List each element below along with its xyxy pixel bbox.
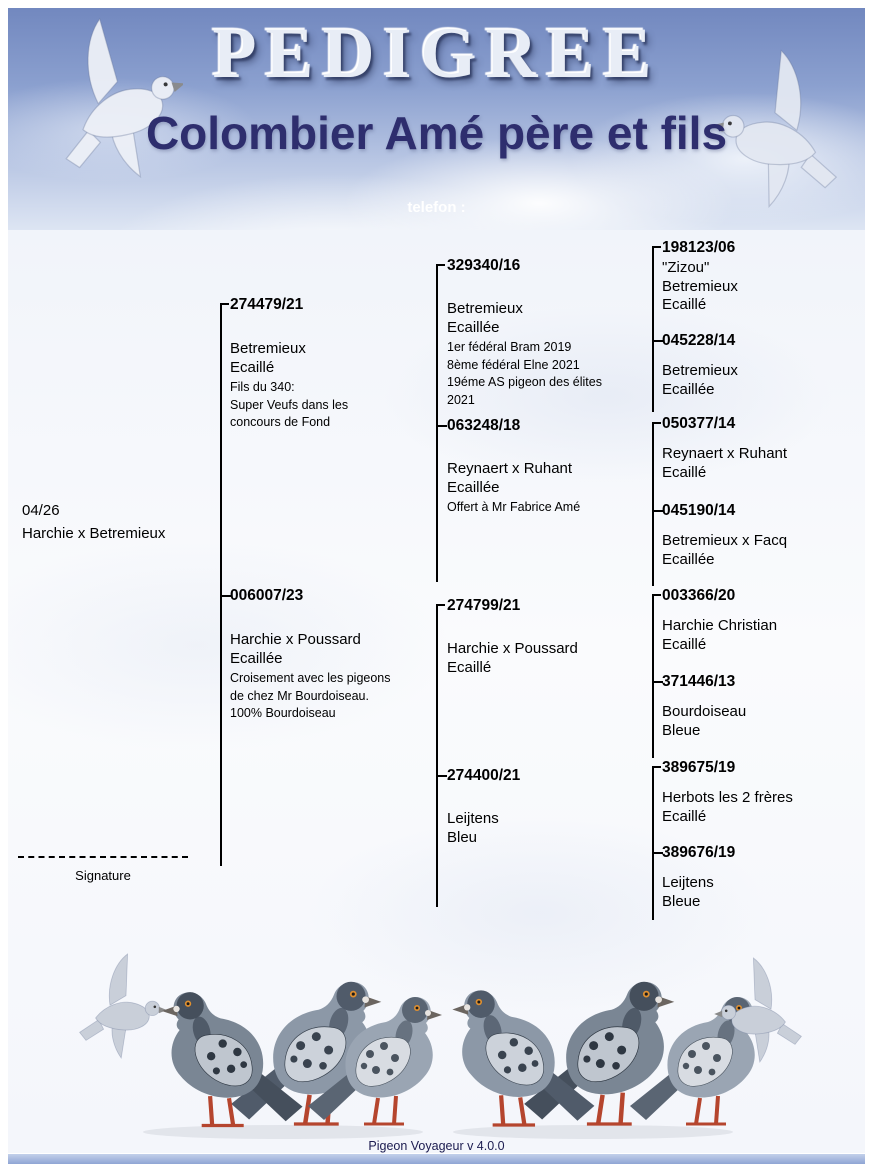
gen3-pigeon-block: 389675/19 Herbots les 2 frères Ecaillé <box>662 758 867 826</box>
gen3-pigeon-block: 371446/13 Bourdoiseau Bleue <box>662 672 867 740</box>
bracket-tick <box>654 340 663 342</box>
ring-number: 389676/19 <box>662 844 736 861</box>
pigeon-name: Betremieux Ecaillé <box>230 340 306 376</box>
bracket-gen2-top <box>436 264 447 582</box>
pigeon-name: Leijtens Bleue <box>662 874 714 910</box>
subject-pigeon-block: 04/26 Harchie x Betremieux <box>22 499 222 545</box>
pigeon-name: Harchie x Poussard Ecaillée <box>230 631 361 667</box>
bracket-tick <box>654 852 663 854</box>
pigeon-comment: 1er fédéral Bram 2019 8ème fédéral Elne … <box>447 340 602 407</box>
pigeon-name: Betremieux Ecaillée <box>447 300 523 336</box>
pigeon-name: Betremieux x Facq Ecaillée <box>662 532 788 568</box>
ring-number: 329340/16 <box>447 257 521 274</box>
bracket-tick <box>222 595 231 597</box>
gen1-sire-block: 274479/21 Betremieux Ecaillé Fils du 340… <box>230 295 430 432</box>
ring-number: 050377/14 <box>662 415 736 432</box>
header: PEDIGREE Colombier Amé père et fils tele… <box>8 8 865 230</box>
ring-number: 003366/20 <box>662 587 736 604</box>
loft-name: Colombier Amé père et fils <box>145 107 728 159</box>
racing-pigeons-image <box>79 953 802 1139</box>
bracket-gen3-1 <box>652 246 663 412</box>
ring-number: 04/26 <box>22 502 60 519</box>
gen3-pigeon-block: 003366/20 Harchie Christian Ecaillé <box>662 586 867 654</box>
pigeon-name: Harchie Christian Ecaillé <box>662 617 778 653</box>
ring-number: 371446/13 <box>662 673 736 690</box>
gen3-pigeon-block: 045228/14 Betremieux Ecaillée <box>662 331 867 399</box>
signature-line <box>18 856 188 858</box>
pigeon-name: "Zizou" Betremieux Ecaillé <box>662 259 738 313</box>
phone-label: telefon : <box>407 199 466 216</box>
gen1-dam-block: 006007/23 Harchie x Poussard Ecaillée Cr… <box>230 586 430 723</box>
ring-number: 045190/14 <box>662 502 736 519</box>
bracket-gen3-4 <box>652 766 663 920</box>
gen3-pigeon-block: 050377/14 Reynaert x Ruhant Ecaillé <box>662 414 867 482</box>
pigeon-name: Bourdoiseau Bleue <box>662 703 747 739</box>
signature-label: Signature <box>75 868 131 883</box>
pigeon-comment: Croisement avec les pigeons de chez Mr B… <box>230 671 391 720</box>
ring-number: 274400/21 <box>447 767 521 784</box>
bracket-tick <box>438 775 447 777</box>
app-version-label: Pigeon Voyageur v 4.0.0 <box>368 1139 505 1153</box>
bracket-tick <box>654 510 663 512</box>
pigeon-name: Harchie x Poussard Ecaillé <box>447 640 578 676</box>
pigeon-name: Reynaert x Ruhant Ecaillée <box>447 460 573 496</box>
ring-number: 006007/23 <box>230 587 304 604</box>
ring-number: 274479/21 <box>230 296 304 313</box>
flying-pigeon-icon <box>79 953 168 1059</box>
gen2-pigeon-block: 274799/21 Harchie x Poussard Ecaillé <box>447 596 647 677</box>
pigeon-comment: Offert à Mr Fabrice Amé <box>447 500 581 514</box>
pigeon-name: Leijtens Bleu <box>447 810 499 846</box>
pigeon-name: Herbots les 2 frères Ecaillé <box>662 789 793 825</box>
gen3-pigeon-block: 045190/14 Betremieux x Facq Ecaillée <box>662 501 867 569</box>
gen2-pigeon-block: 329340/16 Betremieux Ecaillée 1er fédéra… <box>447 256 647 409</box>
pigeon-comment: Fils du 340: Super Veufs dans les concou… <box>230 380 349 429</box>
bracket-tick <box>654 681 663 683</box>
bracket-tick <box>438 425 447 427</box>
pigeon-name: Betremieux Ecaillée <box>662 362 738 398</box>
bracket-gen2-bottom <box>436 604 447 907</box>
bracket-gen3-3 <box>652 594 663 758</box>
bracket-gen1 <box>220 303 231 866</box>
pigeon-name: Reynaert x Ruhant Ecaillé <box>662 445 788 481</box>
ring-number: 063248/18 <box>447 417 521 434</box>
gen2-pigeon-block: 063248/18 Reynaert x Ruhant Ecaillée Off… <box>447 416 647 517</box>
gen3-pigeon-block: 389676/19 Leijtens Bleue <box>662 843 867 911</box>
ring-number: 198123/06 <box>662 239 736 256</box>
ring-number: 045228/14 <box>662 332 736 349</box>
ring-number: 389675/19 <box>662 759 736 776</box>
gen2-pigeon-block: 274400/21 Leijtens Bleu <box>447 766 647 847</box>
ring-number: 274799/21 <box>447 597 521 614</box>
pigeon-name: Harchie x Betremieux <box>22 525 166 542</box>
gen3-pigeon-block: 198123/06 "Zizou" Betremieux Ecaillé <box>662 238 867 315</box>
bottom-bar <box>8 1154 865 1164</box>
bracket-gen3-2 <box>652 422 663 586</box>
pedigree-title: PEDIGREE <box>212 13 661 93</box>
